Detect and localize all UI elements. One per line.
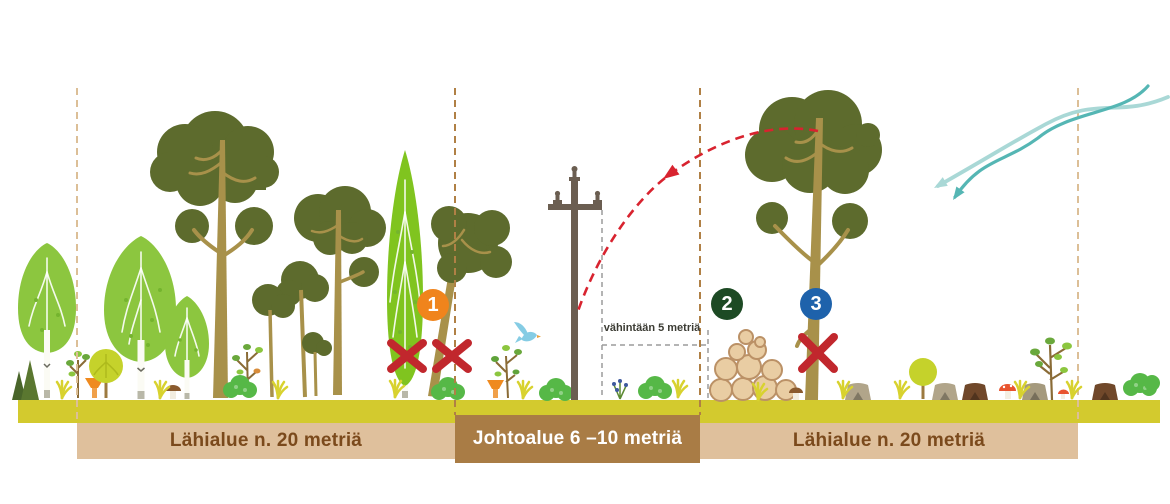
- bush-3: [539, 378, 573, 401]
- stump-4: [1022, 383, 1048, 400]
- pine-tree-right: [745, 90, 882, 400]
- pine-tree-2: [294, 186, 386, 395]
- leaning-tree: [428, 206, 512, 397]
- marker-badge-3-number: 3: [810, 292, 822, 315]
- wood-pile: [709, 329, 797, 402]
- zone-label-line-area: Johtoalue 6 –10 metriä: [455, 415, 700, 463]
- berry-sprig: [612, 379, 628, 400]
- pine-tree-3: [276, 261, 329, 398]
- birch-tree-1: [18, 243, 76, 398]
- pine-tree-4: [252, 284, 295, 398]
- zone-label-near-left-text: Lähialue n. 20 metriä: [169, 430, 363, 451]
- sapling-3: [491, 345, 522, 399]
- x-mark-3: [798, 333, 838, 373]
- columnar-tree: [387, 150, 423, 398]
- bush-4: [638, 376, 672, 399]
- power-pole: [548, 166, 602, 400]
- stump-1: [845, 383, 871, 400]
- bush-5: [1123, 373, 1160, 396]
- marker-badge-3: 3: [800, 288, 832, 320]
- bird-icon: [514, 322, 541, 343]
- stump-5: [1092, 383, 1118, 400]
- mushroom-red-1: [999, 384, 1016, 399]
- marker-badge-2-number: 2: [721, 292, 733, 315]
- mushroom-porcini-2: [789, 387, 804, 400]
- zone-label-near-right: Lähialue n. 20 metriä: [700, 423, 1078, 459]
- wind-arrows-icon: [934, 84, 1170, 200]
- x-mark-2: [432, 339, 472, 373]
- marker-badge-1: 1: [417, 289, 449, 321]
- stump-2: [932, 383, 958, 400]
- measurement-label: vähintään 5 metriä: [603, 322, 701, 334]
- x-mark-1: [387, 339, 427, 373]
- stump-3: [962, 383, 988, 400]
- ground: [18, 400, 1160, 423]
- measurement-lines: [601, 210, 709, 399]
- mushroom-red-2: [1058, 389, 1069, 399]
- pine-tree-5: [302, 332, 332, 397]
- zone-label-near-left: Lähialue n. 20 metriä: [77, 423, 455, 459]
- sapling-2: [232, 344, 263, 398]
- marker-badge-1-number: 1: [427, 293, 439, 316]
- birch-tree-3: [165, 296, 209, 399]
- spruce-tips: [12, 360, 39, 400]
- pine-tree-1: [150, 111, 279, 398]
- mushroom-funnel-2: [487, 380, 504, 398]
- round-tree-1: [89, 349, 123, 398]
- falling-tree-arc: [575, 127, 819, 315]
- round-tree-2: [909, 358, 937, 399]
- zone-label-near-right-text: Lähialue n. 20 metriä: [792, 430, 986, 451]
- birch-tree-2: [104, 236, 176, 399]
- marker-badge-2: 2: [711, 288, 743, 320]
- sapling-4: [1030, 337, 1072, 401]
- zone-boundary-lines: [76, 88, 1079, 423]
- zone-label-line-area-text: Johtoalue 6 –10 metriä: [472, 428, 683, 449]
- bush-1: [223, 375, 257, 398]
